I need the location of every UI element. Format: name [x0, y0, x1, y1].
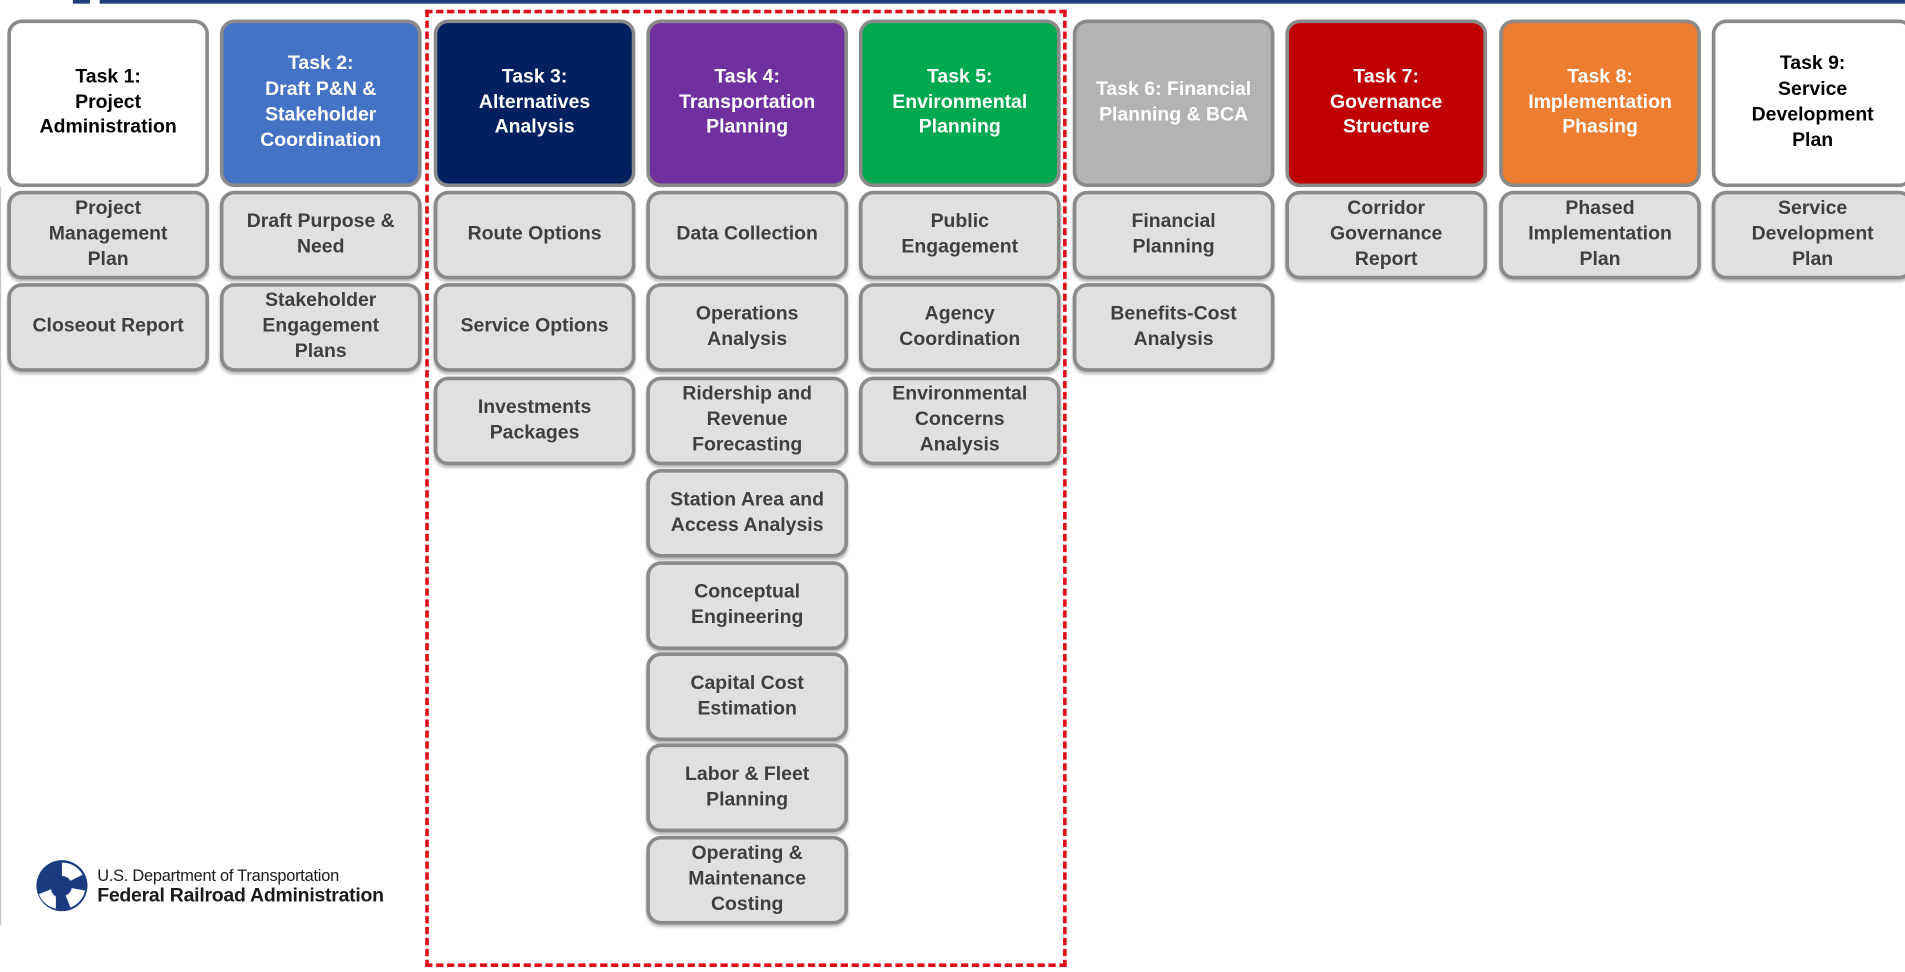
- task-1-header: Task 1: Project Administration: [7, 19, 209, 188]
- task-2-item-draft-purpose-need: Draft Purpose & Need: [219, 190, 422, 280]
- task-3-header: Task 3: Alternatives Analysis: [433, 19, 636, 188]
- task-3-item-route-options: Route Options: [433, 190, 636, 280]
- task-4-item-operations-analysis: Operations Analysis: [646, 283, 849, 372]
- task-4-item-labor-fleet-planning: Labor & Fleet Planning: [646, 743, 849, 833]
- top-accent-mark: [72, 0, 90, 4]
- task-1-item-project-management-plan: Project Management Plan: [7, 190, 209, 280]
- task-8-header: Task 8: Implementation Phasing: [1499, 19, 1701, 188]
- task-5-header: Task 5: Environmental Planning: [858, 19, 1061, 188]
- task-1-item-closeout-report: Closeout Report: [7, 283, 209, 372]
- task-4-item-capital-cost-estimation: Capital Cost Estimation: [646, 652, 849, 742]
- task-3-item-service-options: Service Options: [433, 283, 636, 372]
- task-4-item-data-collection: Data Collection: [646, 190, 849, 280]
- task-2-item-stakeholder-engagement-plans: Stakeholder Engagement Plans: [219, 283, 422, 372]
- task-6-header: Task 6: Financial Planning & BCA: [1072, 19, 1275, 188]
- task-4-item-operating-maintenance-costing: Operating & Maintenance Costing: [646, 835, 849, 925]
- highlight-dashed-frame: [425, 9, 1067, 968]
- task-2-header: Task 2: Draft P&N & Stakeholder Coordina…: [219, 19, 422, 188]
- task-6-item-financial-planning: Financial Planning: [1072, 190, 1275, 280]
- task-5-item-environmental-concerns-analysis: Environmental Concerns Analysis: [858, 376, 1061, 466]
- task-9-header: Task 9: Service Development Plan: [1711, 19, 1905, 188]
- usdot-fra-logo: U.S. Department of Transportation Federa…: [34, 858, 384, 920]
- task-5-item-agency-coordination: Agency Coordination: [858, 283, 1061, 372]
- dot-logo-icon: [36, 860, 88, 912]
- top-accent-bar: [99, 0, 1905, 4]
- left-border-line: [0, 187, 2, 926]
- task-5-item-public-engagement: Public Engagement: [858, 190, 1061, 280]
- task-4-item-station-area-and-access-analysis: Station Area and Access Analysis: [646, 468, 849, 558]
- task-4-header: Task 4: Transportation Planning: [646, 19, 849, 188]
- logo-line-department: U.S. Department of Transportation: [97, 866, 339, 885]
- task-9-item-service-development-plan: Service Development Plan: [1711, 190, 1905, 280]
- logo-text: U.S. Department of Transportation Federa…: [97, 866, 384, 907]
- task-4-item-ridership-and-revenue-forecasting: Ridership and Revenue Forecasting: [646, 376, 849, 466]
- task-8-item-phased-implementation-plan: Phased Implementation Plan: [1499, 190, 1701, 280]
- task-4-item-conceptual-engineering: Conceptual Engineering: [646, 561, 849, 650]
- task-6-item-benefits-cost-analysis: Benefits-Cost Analysis: [1072, 283, 1275, 372]
- task-7-header: Task 7: Governance Structure: [1285, 19, 1488, 188]
- logo-line-administration: Federal Railroad Administration: [97, 885, 384, 907]
- task-7-item-corridor-governance-report: Corridor Governance Report: [1285, 190, 1488, 280]
- task-3-item-investments-packages: Investments Packages: [433, 376, 636, 466]
